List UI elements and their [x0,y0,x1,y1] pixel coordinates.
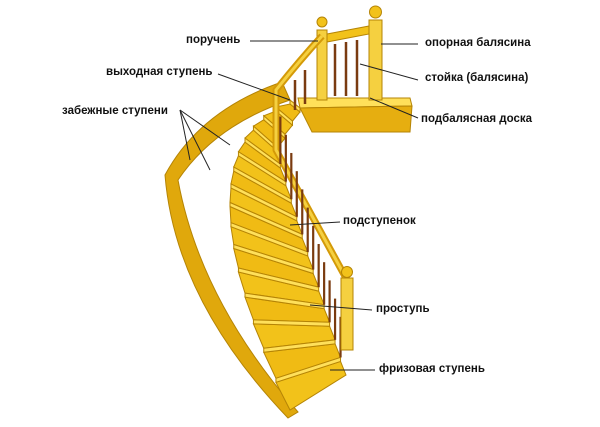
label-starter-step: фризовая ступень [379,363,485,375]
tread [230,221,309,257]
tread [230,183,298,222]
top-post-left [316,29,328,101]
label-exit-step: выходная ступень [106,66,213,78]
stair-balusters [279,116,342,358]
label-riser: подступенок [343,215,416,227]
bottom-post [340,277,354,351]
tread [229,201,303,240]
outer-stringer [164,81,299,419]
post-cap-left [316,16,328,28]
tread [263,339,336,353]
label-tread: проступь [376,303,430,315]
tread [237,267,320,292]
label-base-board: подбалясная доска [421,113,532,125]
tread [252,319,331,327]
label-winder-steps: забежные ступени [62,105,168,117]
tread [233,243,314,275]
tread [244,137,281,170]
leader-lines [179,40,419,371]
label-newel-post: опорная балясина [425,37,531,49]
bottom-post-cap [341,266,353,278]
tread [244,292,325,310]
post-cap-right [369,5,382,19]
newel-post [368,19,383,101]
base-board [299,105,413,133]
staircase-body [164,5,413,419]
top-rail [326,25,370,43]
tread [237,150,287,187]
tread [275,356,342,384]
label-handrail: поручень [186,34,241,46]
top-balusters [293,40,359,110]
tread [233,166,292,205]
label-baluster: стойка (балясина) [425,72,529,84]
